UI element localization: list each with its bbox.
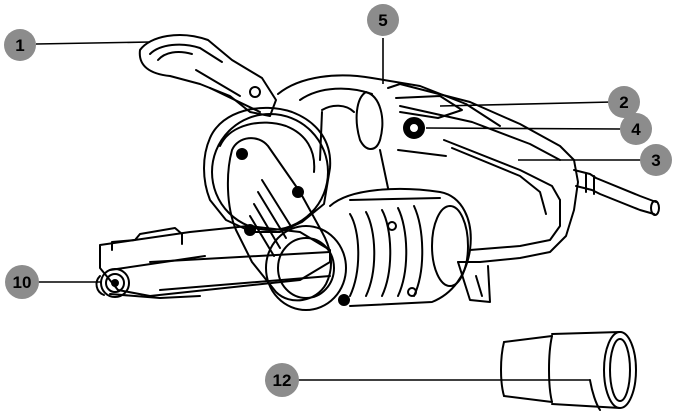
- callout-12: 12: [265, 363, 299, 397]
- lock-button: [403, 117, 425, 139]
- callout-3: 3: [640, 144, 672, 176]
- callout-1-label: 1: [15, 36, 24, 55]
- callout-12-label: 12: [273, 371, 292, 390]
- belt-tracking-knob: [100, 268, 130, 298]
- callout-1: 1: [4, 29, 36, 61]
- trigger-switch: [395, 95, 463, 119]
- dust-adapter: [500, 331, 637, 411]
- leader-line-4: [425, 127, 621, 130]
- callout-5: 5: [367, 4, 399, 36]
- front-handle: [138, 34, 277, 117]
- callout-10-label: 10: [13, 273, 32, 292]
- callout-10: 10: [5, 265, 39, 299]
- sanding-belt: [95, 255, 206, 299]
- power-cord: [573, 169, 660, 216]
- callout-4: 4: [620, 113, 652, 145]
- leader-line-1: [35, 41, 151, 45]
- main-handle: [387, 83, 579, 263]
- front-drum: [265, 225, 350, 311]
- callout-2-label: 2: [619, 93, 628, 112]
- base-plate: [99, 225, 331, 297]
- callout-3-label: 3: [651, 151, 660, 170]
- callout-4-label: 4: [631, 120, 641, 139]
- rear-support: [457, 261, 491, 303]
- callout-5-label: 5: [378, 11, 387, 30]
- motor-cylinder: [329, 188, 472, 307]
- motor-housing: [277, 74, 501, 189]
- leader-line-2: [439, 101, 613, 107]
- callout-2: 2: [608, 86, 640, 118]
